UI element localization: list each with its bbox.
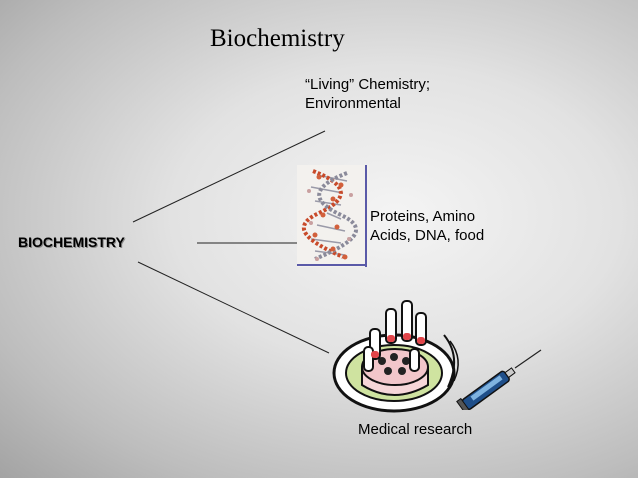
connector-line-bottom [137, 261, 330, 354]
slide-title: Biochemistry [210, 25, 345, 52]
connector-line-top [132, 130, 326, 223]
branch-medical-research: Medical research [358, 421, 473, 438]
branch-living-chemistry: “Living” Chemistry; Environmental [305, 75, 430, 113]
dna-helix-icon [297, 165, 369, 267]
branch-proteins: Proteins, Amino Acids, DNA, food [370, 207, 484, 245]
branch-proteins-line1: Proteins, Amino [370, 208, 476, 225]
branch-living-line2: Environmental [305, 95, 401, 112]
branch-proteins-line2: Acids, DNA, food [370, 227, 485, 244]
main-label-biochemistry: BIOCHEMISTRY [18, 234, 125, 250]
petri-dish-test-tubes-icon [332, 300, 459, 413]
branch-living-line1: “Living” Chemistry; [305, 76, 431, 93]
syringe-icon [456, 349, 542, 410]
